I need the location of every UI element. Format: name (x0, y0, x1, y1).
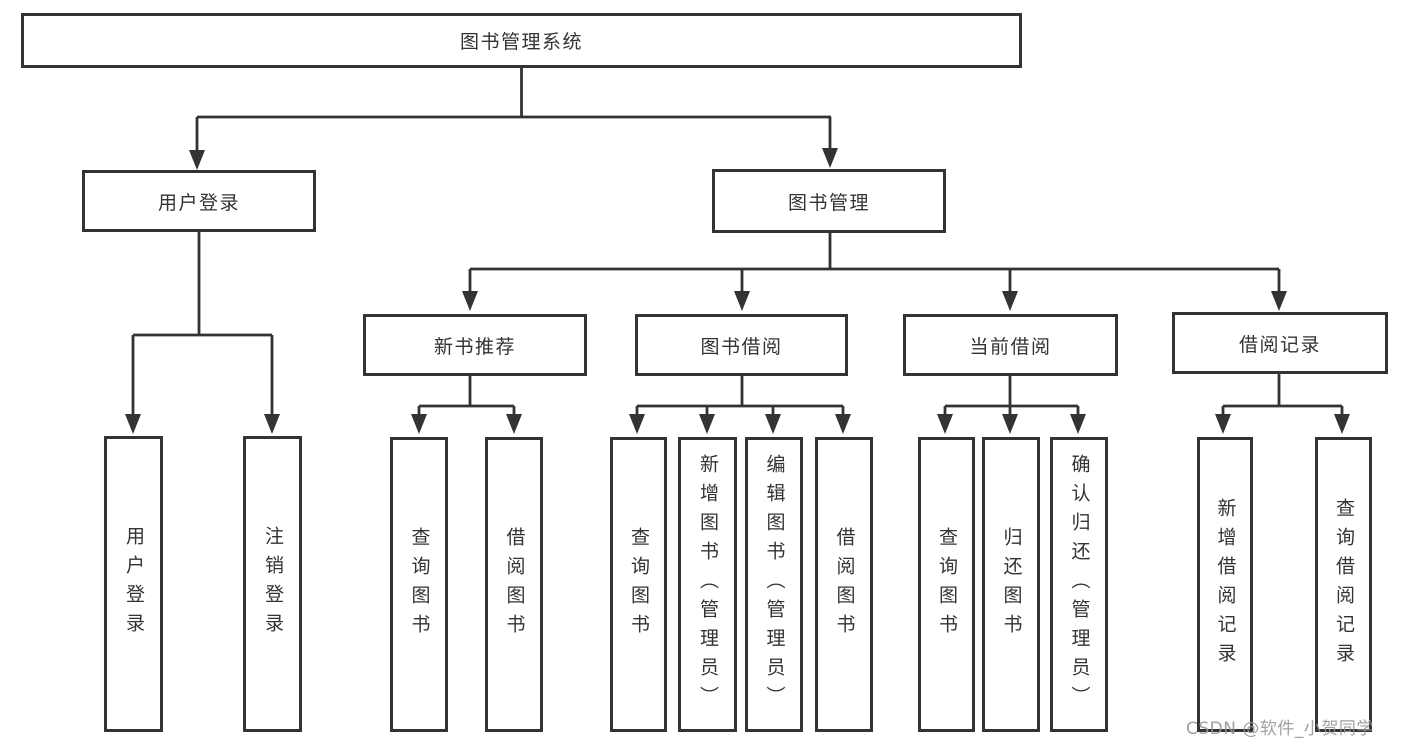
leaf-user-login: 用户登录 (104, 436, 163, 732)
leaf-query-borrow-record: 查询借阅记录 (1315, 437, 1372, 732)
leaf-borrow-add-book: 新增图书（管理员） (678, 437, 737, 732)
node-book-management-branch: 图书管理 (712, 169, 946, 233)
leaf-borrow-query: 查询图书 (610, 437, 667, 732)
leaf-borrow-book-label: 借阅图书 (833, 526, 856, 643)
leaf-borrow-book: 借阅图书 (815, 437, 873, 732)
leaf-current-query-label: 查询图书 (936, 526, 958, 643)
connector-user-login-branch (125, 232, 280, 434)
node-current-borrow: 当前借阅 (903, 314, 1118, 376)
leaf-return-book-label: 归还图书 (1000, 526, 1023, 643)
connector-borrow-record-branch (1215, 374, 1350, 434)
connector-current-borrow-branch (937, 376, 1086, 434)
leaf-user-login-label: 用户登录 (123, 526, 145, 642)
leaf-borrow-edit-book-label: 编辑图书（管理员） (763, 454, 786, 715)
leaf-add-borrow-record-label: 新增借阅记录 (1214, 497, 1237, 672)
leaf-add-borrow-record: 新增借阅记录 (1197, 437, 1253, 732)
csdn-watermark: CSDN @软件_小贺同学 (1186, 719, 1374, 739)
leaf-return-book: 归还图书 (982, 437, 1040, 732)
leaf-borrow-edit-book: 编辑图书（管理员） (745, 437, 803, 732)
leaf-borrow-add-book-label: 新增图书（管理员） (697, 454, 719, 715)
leaf-confirm-return-label: 确认归还（管理员） (1068, 454, 1091, 715)
leaf-borrow-query-label: 查询图书 (628, 526, 650, 643)
leaf-newbook-query-label: 查询图书 (408, 526, 431, 643)
connector-new-book-branch (411, 376, 522, 434)
node-root-system: 图书管理系统 (21, 13, 1022, 68)
connector-book-mgmt-to-level3 (462, 233, 1287, 311)
connector-root-to-level2 (189, 68, 838, 170)
connector-book-borrow-branch (629, 376, 851, 434)
leaf-newbook-borrow-label: 借阅图书 (503, 526, 526, 643)
node-borrow-record: 借阅记录 (1172, 312, 1388, 374)
leaf-query-borrow-record-label: 查询借阅记录 (1333, 497, 1355, 672)
leaf-newbook-borrow: 借阅图书 (485, 437, 543, 732)
node-new-book-recommend: 新书推荐 (363, 314, 587, 376)
leaf-logout: 注销登录 (243, 436, 302, 732)
leaf-logout-label: 注销登录 (262, 526, 284, 642)
node-user-login-branch: 用户登录 (82, 170, 316, 232)
leaf-newbook-query: 查询图书 (390, 437, 448, 732)
node-book-borrow: 图书借阅 (635, 314, 848, 376)
leaf-current-query: 查询图书 (918, 437, 975, 732)
leaf-confirm-return: 确认归还（管理员） (1050, 437, 1108, 732)
